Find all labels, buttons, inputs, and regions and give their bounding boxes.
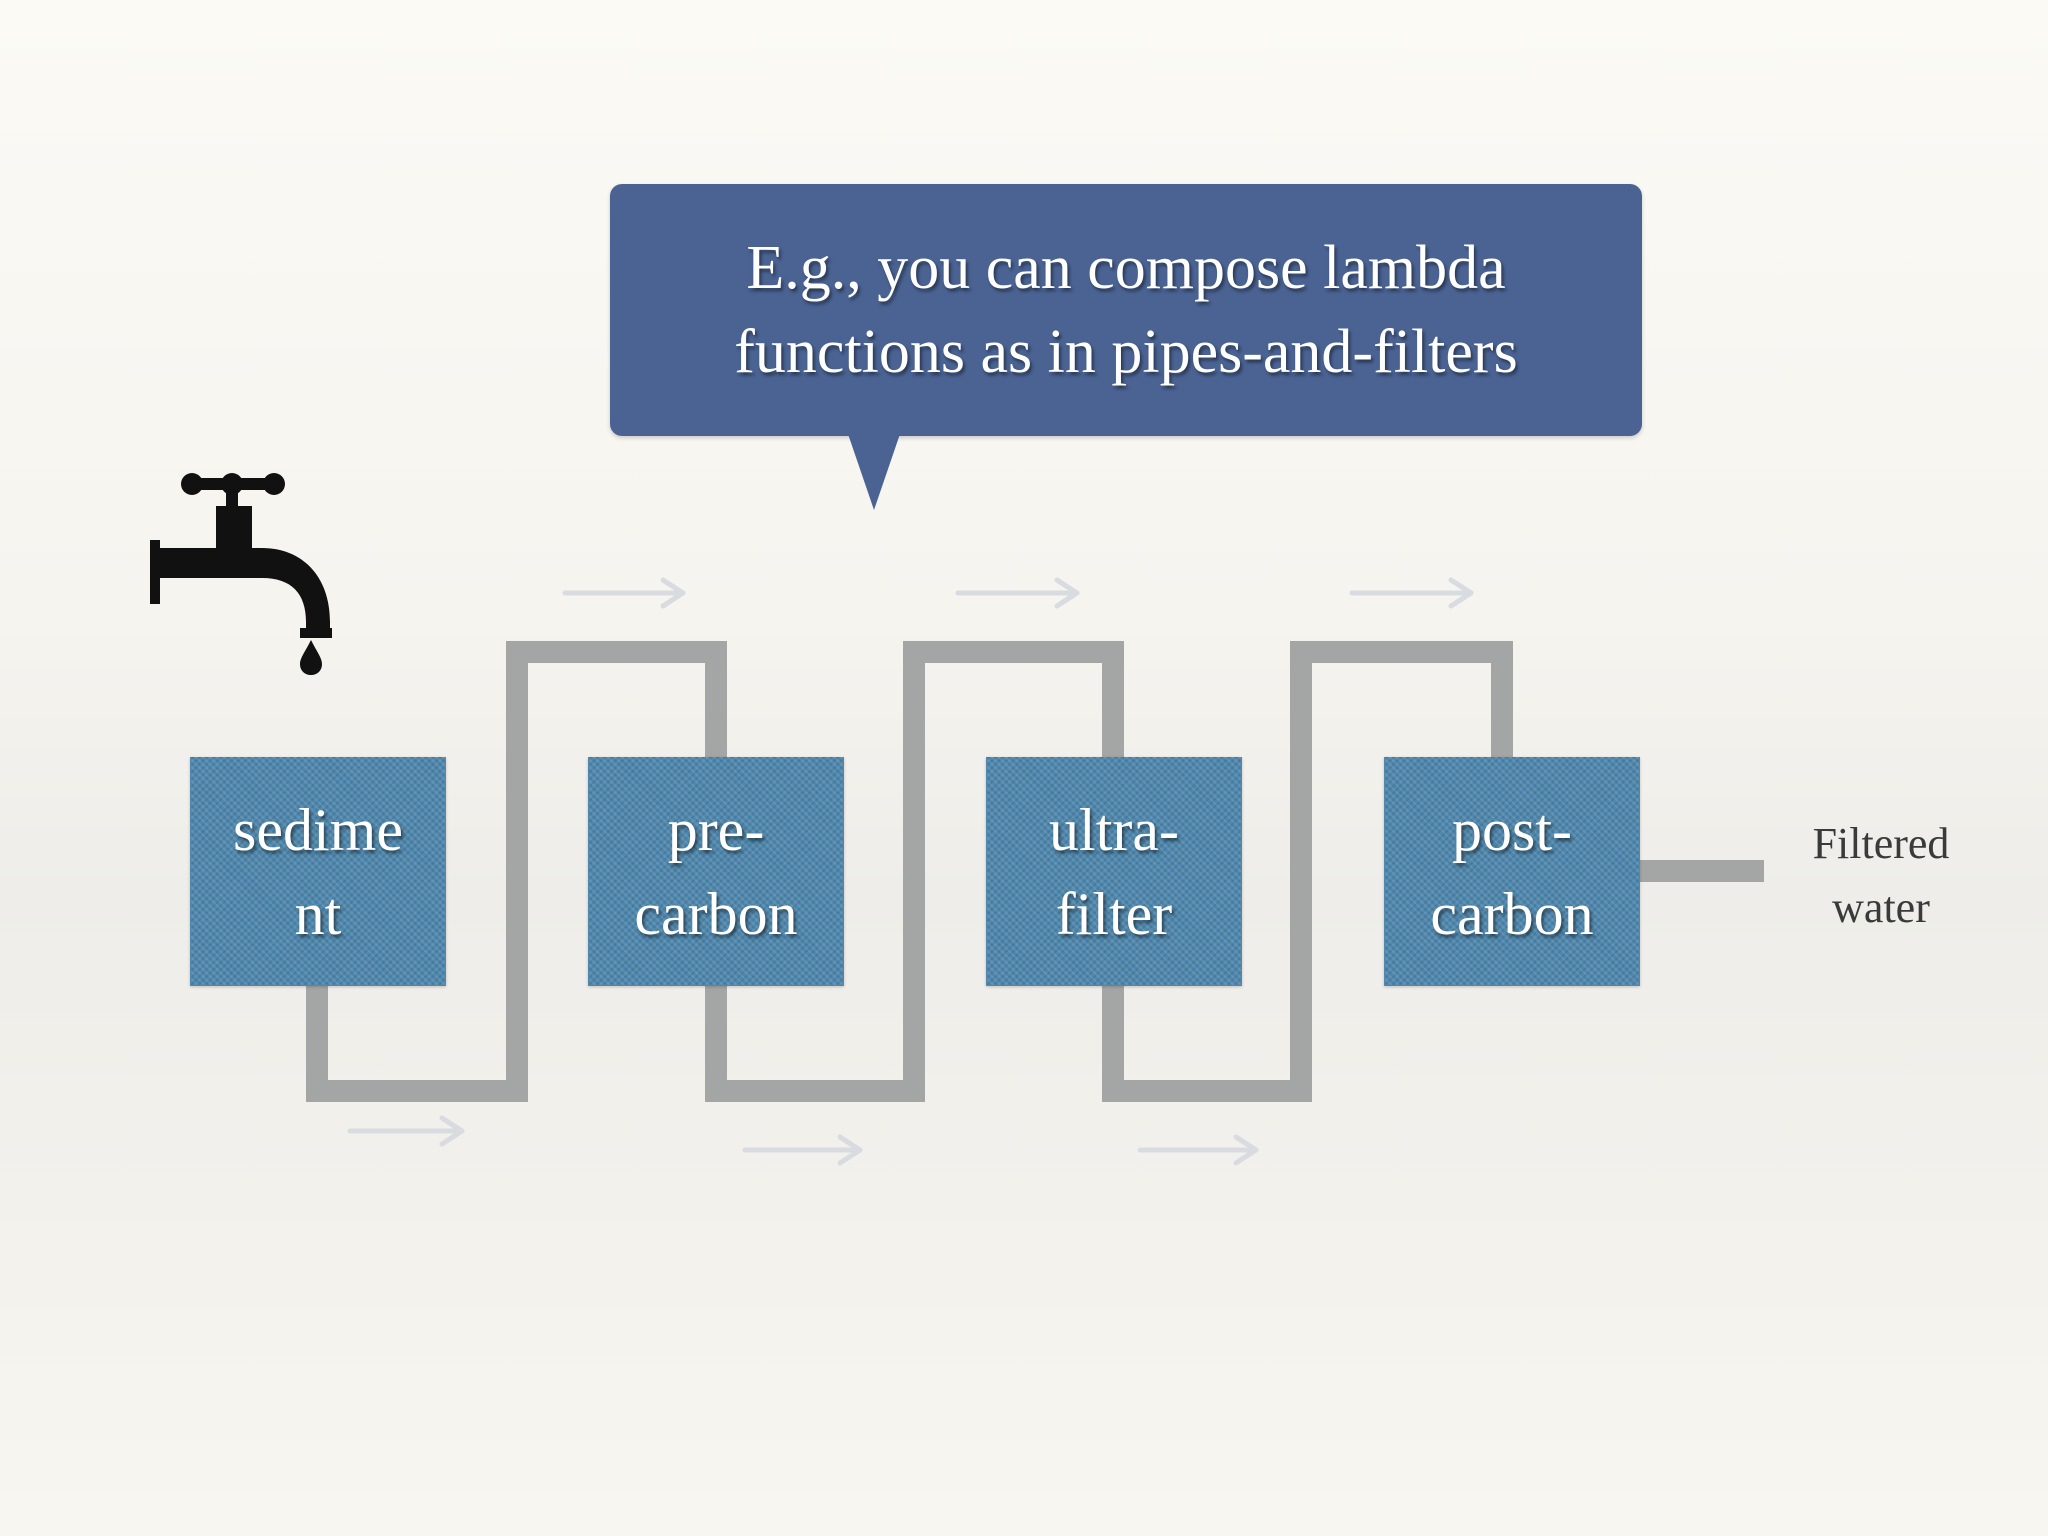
pipe <box>306 641 1764 1102</box>
output-label-line-2: water <box>1832 883 1930 932</box>
filter-label-line-2: nt <box>294 880 342 947</box>
flow-arrow-top-1 <box>562 577 686 609</box>
callout-bubble: E.g., you can compose lambda functions a… <box>610 184 1642 436</box>
output-label: Filtered water <box>1776 812 1986 940</box>
filter-label-line-1: ultra- <box>1049 796 1179 863</box>
pipe-segment-3 <box>1102 641 1513 1102</box>
filter-label-line-1: post- <box>1452 796 1572 863</box>
flow-arrow-bottom-1 <box>347 1115 465 1147</box>
filter-pre-carbon: pre- carbon <box>588 757 844 986</box>
flow-arrow-bottom-2 <box>742 1134 863 1166</box>
pipe-segment-2 <box>705 641 1124 1102</box>
filter-label-line-2: carbon <box>634 880 798 947</box>
filter-label-line-2: carbon <box>1430 880 1594 947</box>
filter-post-carbon: post- carbon <box>1384 757 1640 986</box>
callout-text-line-1: E.g., you can compose lambda <box>746 234 1506 302</box>
filter-label-line-1: pre- <box>667 796 765 863</box>
filter-sediment: sedime nt <box>190 757 446 986</box>
water-tap-icon <box>150 473 332 675</box>
callout-tail <box>848 434 900 510</box>
flow-arrow-top-3 <box>1349 577 1474 609</box>
output-label-line-1: Filtered <box>1812 819 1950 868</box>
callout-text-line-2: functions as in pipes-and-filters <box>734 318 1518 386</box>
flow-arrows <box>347 577 1474 1166</box>
filter-label-line-1: sedime <box>233 796 403 863</box>
flow-arrow-bottom-3 <box>1137 1134 1259 1166</box>
filter-label-line-2: filter <box>1055 880 1173 947</box>
flow-arrow-top-2 <box>955 577 1080 609</box>
filter-ultra-filter: ultra- filter <box>986 757 1242 986</box>
pipe-segment-1 <box>306 641 727 1102</box>
